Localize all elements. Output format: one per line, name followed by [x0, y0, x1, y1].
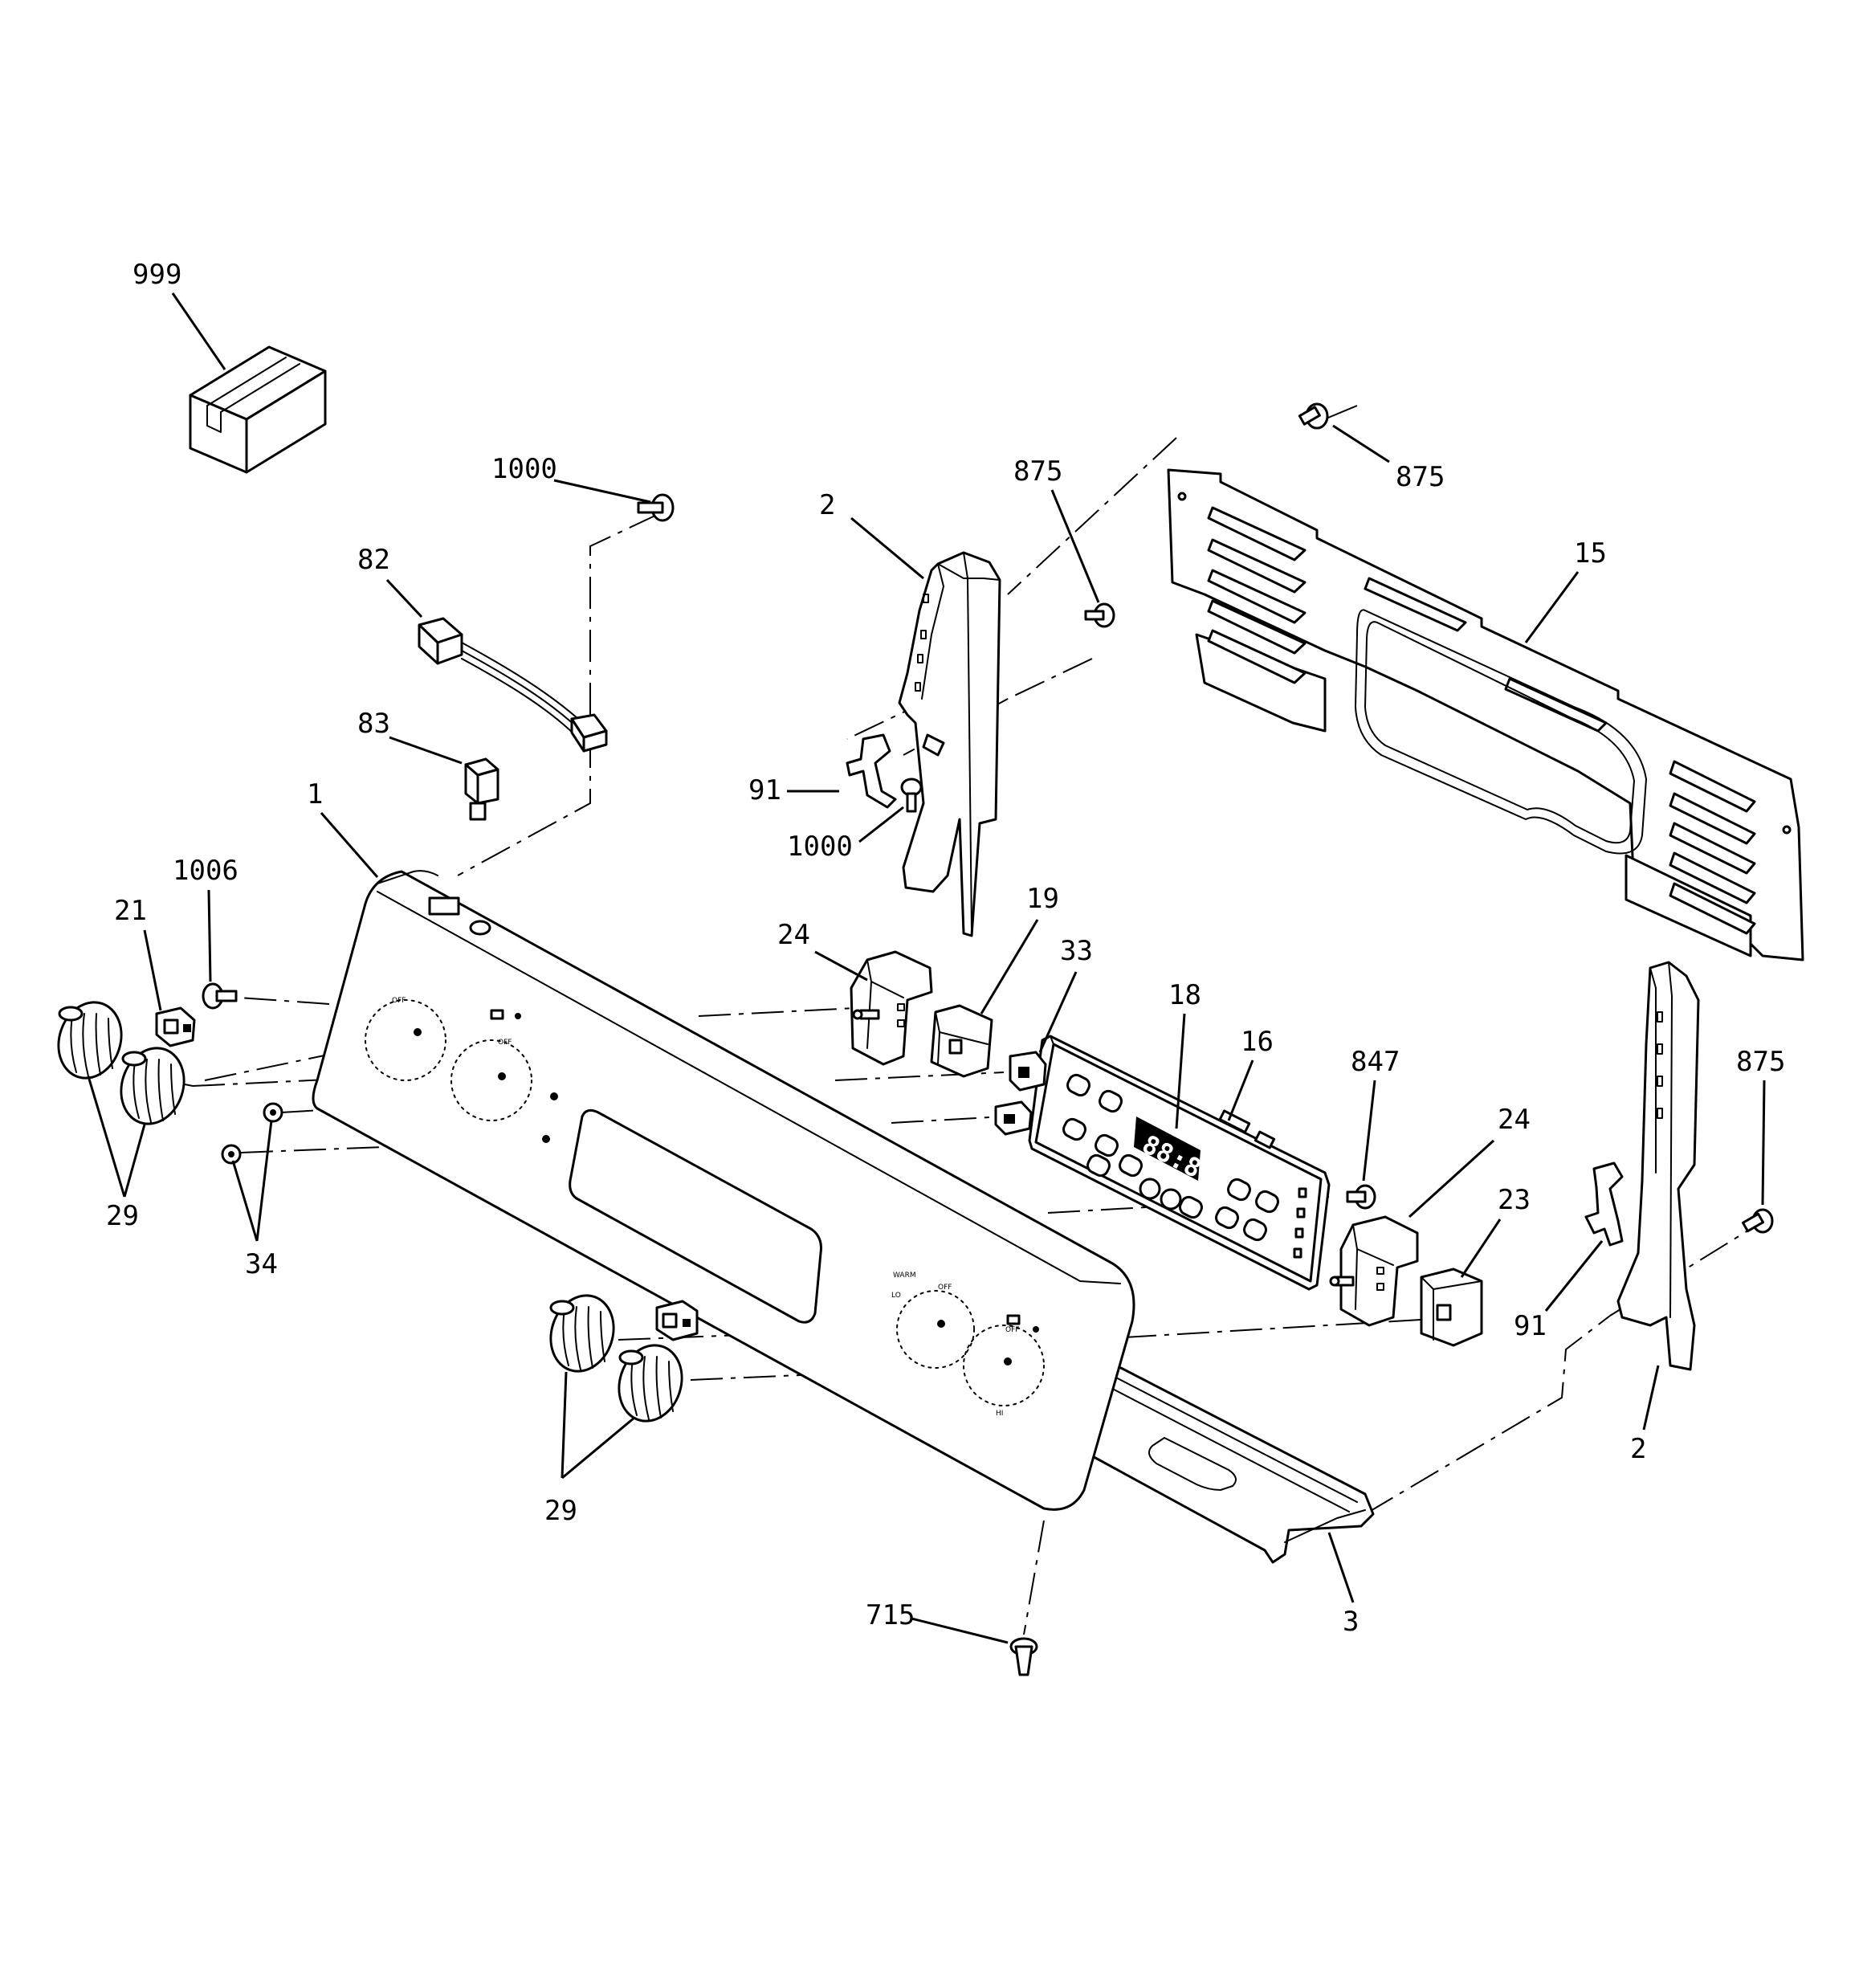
leader-lines: [87, 292, 1766, 1644]
callout-91-right: 91: [1514, 1310, 1547, 1342]
screw-1006: [202, 982, 238, 1010]
dial-left-2: OFF: [450, 1039, 532, 1121]
callout-21: 21: [114, 895, 147, 927]
callout-3: 3: [1343, 1606, 1359, 1638]
part-24-switch-right: [1329, 1215, 1419, 1327]
screw-875-top: [1298, 402, 1329, 430]
vent-slots-right: [1669, 760, 1756, 935]
screw-875-right: [1741, 1208, 1774, 1234]
callout-847: 847: [1351, 1046, 1400, 1078]
callout-91-left: 91: [748, 774, 781, 806]
callout-labels: 999 1000 82 83 1 1006 21 29 34 2 875 875…: [106, 259, 1785, 1638]
callout-29-bottom: 29: [544, 1495, 577, 1527]
callout-34: 34: [245, 1248, 278, 1280]
knob-upper-left: [57, 1001, 123, 1080]
svg-text:OFF: OFF: [1005, 1326, 1019, 1334]
callout-19: 19: [1026, 883, 1059, 915]
callout-2-left: 2: [819, 489, 835, 521]
part-82-wire-harness: [418, 617, 608, 753]
part-21-rocker: [155, 1006, 196, 1047]
callout-24-left: 24: [777, 919, 810, 951]
callout-1000-top: 1000: [491, 453, 557, 485]
part-15-rear-panel: [1167, 468, 1804, 961]
screw-34-a: [263, 1102, 283, 1123]
part-23-switch: [1420, 1268, 1483, 1347]
callout-1006: 1006: [173, 855, 238, 887]
svg-text:WARM: WARM: [893, 1272, 916, 1280]
svg-text:LO: LO: [891, 1292, 901, 1300]
part-2-side-bracket-left: [898, 551, 1001, 937]
svg-text:OFF: OFF: [938, 1284, 952, 1292]
part-29-knobs-bottom: [549, 1294, 699, 1423]
callout-875-top: 875: [1396, 461, 1445, 493]
part-2-side-bracket-right: [1616, 961, 1700, 1371]
callout-875-right: 875: [1736, 1046, 1785, 1078]
svg-text:HI: HI: [996, 1410, 1003, 1418]
callout-23: 23: [1498, 1184, 1531, 1216]
callout-715: 715: [866, 1599, 915, 1631]
part-33-rocker-switches: [994, 1051, 1047, 1136]
callout-29-left: 29: [106, 1200, 139, 1232]
knob-lower-bottom: [618, 1344, 683, 1423]
callout-2-right: 2: [1630, 1433, 1646, 1465]
screw-1000-top: [637, 493, 675, 522]
screw-875-mid: [1084, 602, 1115, 628]
part-999-box: [189, 345, 327, 474]
callout-1000-mid: 1000: [787, 831, 853, 863]
dial-right-2: OFF HI: [963, 1325, 1045, 1418]
svg-text:OFF: OFF: [498, 1039, 512, 1047]
svg-text:OFF: OFF: [392, 997, 406, 1005]
part-1-control-panel: OFF OFF WARM OFF LO OFF HI: [312, 870, 1135, 1511]
part-83-switch: [464, 757, 499, 821]
callout-82: 82: [357, 544, 390, 576]
callout-15: 15: [1574, 537, 1607, 569]
screw-1000-mid: [900, 778, 923, 813]
dial-right-1: WARM OFF LO: [891, 1272, 975, 1369]
callout-875-mid: 875: [1013, 455, 1062, 488]
callout-16: 16: [1241, 1026, 1274, 1058]
callout-999: 999: [132, 259, 181, 291]
callout-24-right: 24: [1498, 1104, 1531, 1136]
knob-upper-bottom: [549, 1294, 615, 1373]
part-91-clip-right: [1584, 1161, 1624, 1247]
part-24-switch-left: [850, 950, 933, 1066]
part-19-switch: [930, 1004, 993, 1078]
callout-18: 18: [1168, 979, 1201, 1011]
callout-33: 33: [1060, 935, 1093, 967]
screws: [202, 402, 1774, 1676]
part-29-knobs-left: [57, 1001, 185, 1125]
screw-847: [1346, 1184, 1376, 1210]
part-91-clip-left: [846, 733, 897, 809]
callout-1: 1: [307, 778, 323, 810]
knob-lower-left: [120, 1047, 185, 1125]
screw-715: [1009, 1637, 1038, 1676]
callout-83: 83: [357, 708, 390, 740]
dial-left-1: OFF: [365, 997, 446, 1081]
vent-slots-left: [1207, 506, 1307, 684]
screw-34-b: [221, 1144, 242, 1165]
